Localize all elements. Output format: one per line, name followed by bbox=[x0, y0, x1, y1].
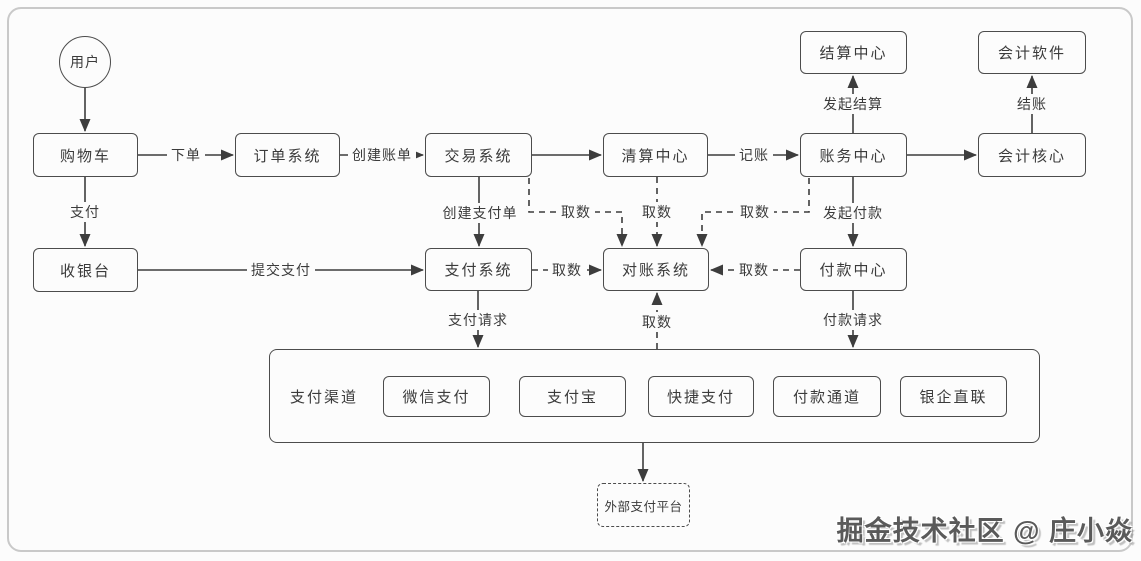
node-label-clearing-center: 清算中心 bbox=[621, 147, 690, 165]
edge-label-accounting-center-to-reconciliation-system: 取数 bbox=[736, 202, 774, 222]
node-payout-channel: 付款通道 bbox=[773, 376, 881, 417]
node-trade-system: 交易系统 bbox=[425, 133, 532, 177]
node-alipay: 支付宝 bbox=[519, 376, 626, 417]
edge-label-trade-system-to-reconciliation-system: 取数 bbox=[557, 202, 595, 222]
node-label-quick-pay: 快捷支付 bbox=[666, 389, 735, 406]
node-external-payment-platform: 外部支付平台 bbox=[597, 483, 690, 527]
node-payment-system: 支付系统 bbox=[425, 248, 532, 291]
node-label-payment-system: 支付系统 bbox=[444, 262, 513, 279]
node-accounting-center: 账务中心 bbox=[800, 133, 907, 177]
node-accounting-core: 会计核心 bbox=[978, 133, 1086, 177]
edge-label-cashier-to-payment-system: 提交支付 bbox=[247, 260, 315, 280]
node-accounting-software: 会计软件 bbox=[978, 31, 1086, 74]
edge-label-trade-system-to-payment-system: 创建支付单 bbox=[438, 203, 522, 223]
node-label-cashier: 收银台 bbox=[59, 262, 111, 280]
node-label-accounting-core: 会计核心 bbox=[997, 147, 1066, 165]
node-cashier: 收银台 bbox=[33, 248, 138, 292]
node-bank-direct-link: 银企直联 bbox=[900, 376, 1007, 417]
edge-label-accounting-core-to-accounting-software: 结账 bbox=[1013, 94, 1051, 114]
node-label-accounting-center: 账务中心 bbox=[819, 147, 888, 165]
edge-label-cart-to-order-system: 下单 bbox=[167, 145, 205, 165]
node-wechat-pay: 微信支付 bbox=[383, 376, 490, 417]
node-clearing-center: 清算中心 bbox=[603, 133, 708, 177]
node-label-order-system: 订单系统 bbox=[253, 147, 322, 165]
node-label-channels-title: 支付渠道 bbox=[289, 388, 358, 406]
node-label-reconciliation-system: 对账系统 bbox=[621, 262, 690, 279]
node-channels-container bbox=[269, 349, 1040, 443]
edge-label-payout-center-to-reconciliation-system: 取数 bbox=[735, 260, 773, 280]
node-label-payout-channel: 付款通道 bbox=[792, 389, 861, 406]
node-label-cart: 购物车 bbox=[59, 147, 111, 165]
node-settlement-center: 结算中心 bbox=[800, 31, 907, 74]
edge-label-order-system-to-trade-system: 创建账单 bbox=[348, 145, 416, 165]
node-reconciliation-system: 对账系统 bbox=[603, 248, 709, 291]
node-label-alipay: 支付宝 bbox=[546, 389, 598, 406]
node-label-settlement-center: 结算中心 bbox=[819, 45, 888, 62]
node-label-external-payment-platform: 外部支付平台 bbox=[604, 499, 683, 514]
node-cart: 购物车 bbox=[33, 133, 138, 177]
canvas-frame bbox=[7, 7, 1133, 552]
node-label-accounting-software: 会计软件 bbox=[997, 45, 1066, 62]
edge-label-accounting-center-to-payout-center: 发起付款 bbox=[819, 203, 887, 223]
node-order-system: 订单系统 bbox=[235, 133, 340, 177]
node-label-bank-direct-link: 银企直联 bbox=[919, 389, 988, 406]
edge-label-accounting-center-to-settlement-center: 发起结算 bbox=[819, 94, 887, 114]
node-quick-pay: 快捷支付 bbox=[648, 376, 754, 417]
node-payout-center: 付款中心 bbox=[800, 248, 907, 291]
node-user: 用户 bbox=[59, 36, 111, 88]
edge-label-clearing-center-to-reconciliation-system: 取数 bbox=[638, 202, 676, 222]
node-label-user: 用户 bbox=[70, 54, 100, 70]
edge-accounting-center-to-reconciliation-system bbox=[696, 178, 810, 247]
edge-label-payout-center-to-channels-container: 付款请求 bbox=[819, 310, 887, 330]
node-channels-title: 支付渠道 bbox=[288, 382, 360, 410]
edge-label-payment-system-to-reconciliation-system: 取数 bbox=[548, 260, 586, 280]
node-label-wechat-pay: 微信支付 bbox=[402, 389, 471, 406]
edge-label-cart-to-cashier: 支付 bbox=[66, 202, 104, 222]
edge-label-channels-container-to-reconciliation-system: 取数 bbox=[638, 312, 676, 332]
node-label-payout-center: 付款中心 bbox=[819, 262, 888, 279]
edge-label-payment-system-to-channels-container: 支付请求 bbox=[444, 310, 512, 330]
edge-label-clearing-center-to-accounting-center: 记账 bbox=[735, 145, 773, 165]
watermark: 掘金技术社区 @ 庄小焱 bbox=[836, 516, 1133, 546]
node-label-trade-system: 交易系统 bbox=[444, 147, 513, 165]
